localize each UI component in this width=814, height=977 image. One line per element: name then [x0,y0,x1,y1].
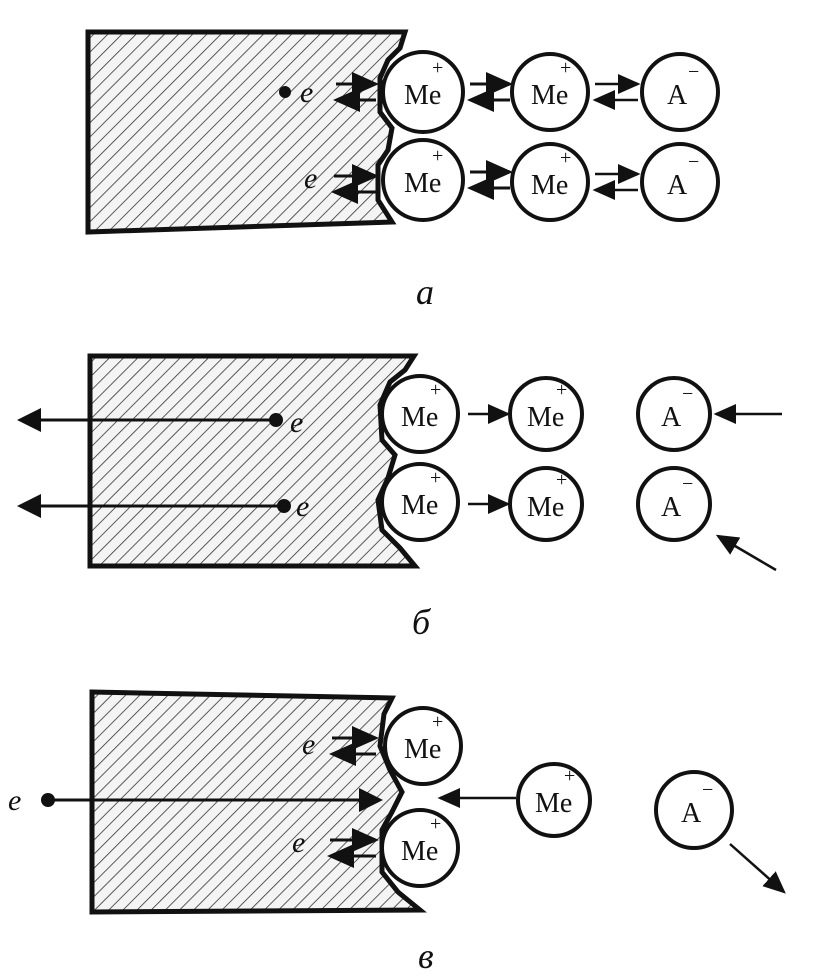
equilibrium-arrows [467,72,513,112]
svg-text:Me: Me [404,80,441,111]
svg-text:Me: Me [527,402,564,433]
svg-text:+: + [432,711,443,733]
metal-cation: Me + [381,138,465,222]
panel-c: e e Me + e Me + [8,689,786,976]
panel-label-c: в [418,936,434,976]
svg-text:Me: Me [404,168,441,199]
metal-cation: Me + [510,142,590,222]
svg-text:A: A [661,402,682,433]
equilibrium-arrows [329,726,379,766]
equilibrium-arrows [333,72,379,112]
metal-electrode-b [87,353,421,569]
svg-text:+: + [430,379,441,401]
metal-cation: Me + [380,808,460,888]
svg-text:A: A [667,80,688,111]
svg-text:−: − [688,151,699,173]
svg-text:e: e [300,76,313,109]
metal-cation: Me + [380,374,460,454]
metal-cation: Me + [510,52,590,132]
svg-text:−: − [682,473,693,495]
metal-cation: Me + [380,462,460,542]
svg-text:Me: Me [401,402,438,433]
svg-text:−: − [682,383,693,405]
svg-text:e: e [302,728,315,761]
svg-text:+: + [432,57,443,79]
electron-flow-arrow: e [8,784,383,817]
equilibrium-arrows [592,74,641,110]
metal-electrode-a [85,29,409,235]
metal-cation: Me + [508,376,584,452]
svg-text:A: A [667,170,688,201]
svg-text:Me: Me [401,490,438,521]
svg-text:−: − [688,61,699,83]
electron-flow-arrow: e [17,490,309,523]
svg-text:e: e [290,406,303,439]
svg-text:Me: Me [404,734,441,765]
panel-b: e Me + Me + A − e Me + [17,353,782,642]
svg-text:A: A [661,492,682,523]
svg-text:+: + [430,467,441,489]
anion-departure-arrow [729,843,786,894]
anion: A − [640,52,720,132]
svg-text:+: + [430,813,441,835]
svg-text:+: + [560,57,571,79]
svg-text:+: + [564,765,575,787]
svg-text:+: + [560,147,571,169]
panel-label-b: б [412,602,432,642]
svg-text:+: + [556,379,567,401]
panel-a: e Me + Me + A − e [85,29,720,312]
metal-cation: Me + [516,762,592,838]
metal-cation: Me + [381,50,465,134]
electron-symbol: e [304,162,317,195]
equilibrium-arrows [592,164,641,200]
metal-cation: Me + [508,466,584,542]
anion: A − [640,142,720,222]
svg-text:Me: Me [527,492,564,523]
svg-text:−: − [702,779,713,801]
svg-text:e: e [296,490,309,523]
electron-symbol: e [292,826,305,859]
equilibrium-arrows [467,160,513,200]
electron-symbol: e [302,728,315,761]
svg-text:e: e [304,162,317,195]
svg-text:+: + [556,469,567,491]
anion: A − [654,770,734,850]
electron-flow-arrow: e [17,406,303,439]
svg-text:Me: Me [531,170,568,201]
metal-cation: Me + [383,706,463,786]
svg-text:A: A [681,798,702,829]
equilibrium-arrows [327,828,379,868]
equilibrium-arrows [331,164,379,204]
svg-text:Me: Me [401,836,438,867]
metal-electrode-c [89,689,427,915]
anion-approach-arrow [715,534,777,572]
svg-text:Me: Me [531,80,568,111]
anion: A − [636,466,712,542]
anion: A − [636,376,712,452]
svg-text:Me: Me [535,788,572,819]
svg-text:e: e [292,826,305,859]
panel-label-a: а [416,272,434,312]
svg-text:e: e [8,784,21,817]
svg-text:+: + [432,145,443,167]
electron-symbol: e [279,76,313,109]
